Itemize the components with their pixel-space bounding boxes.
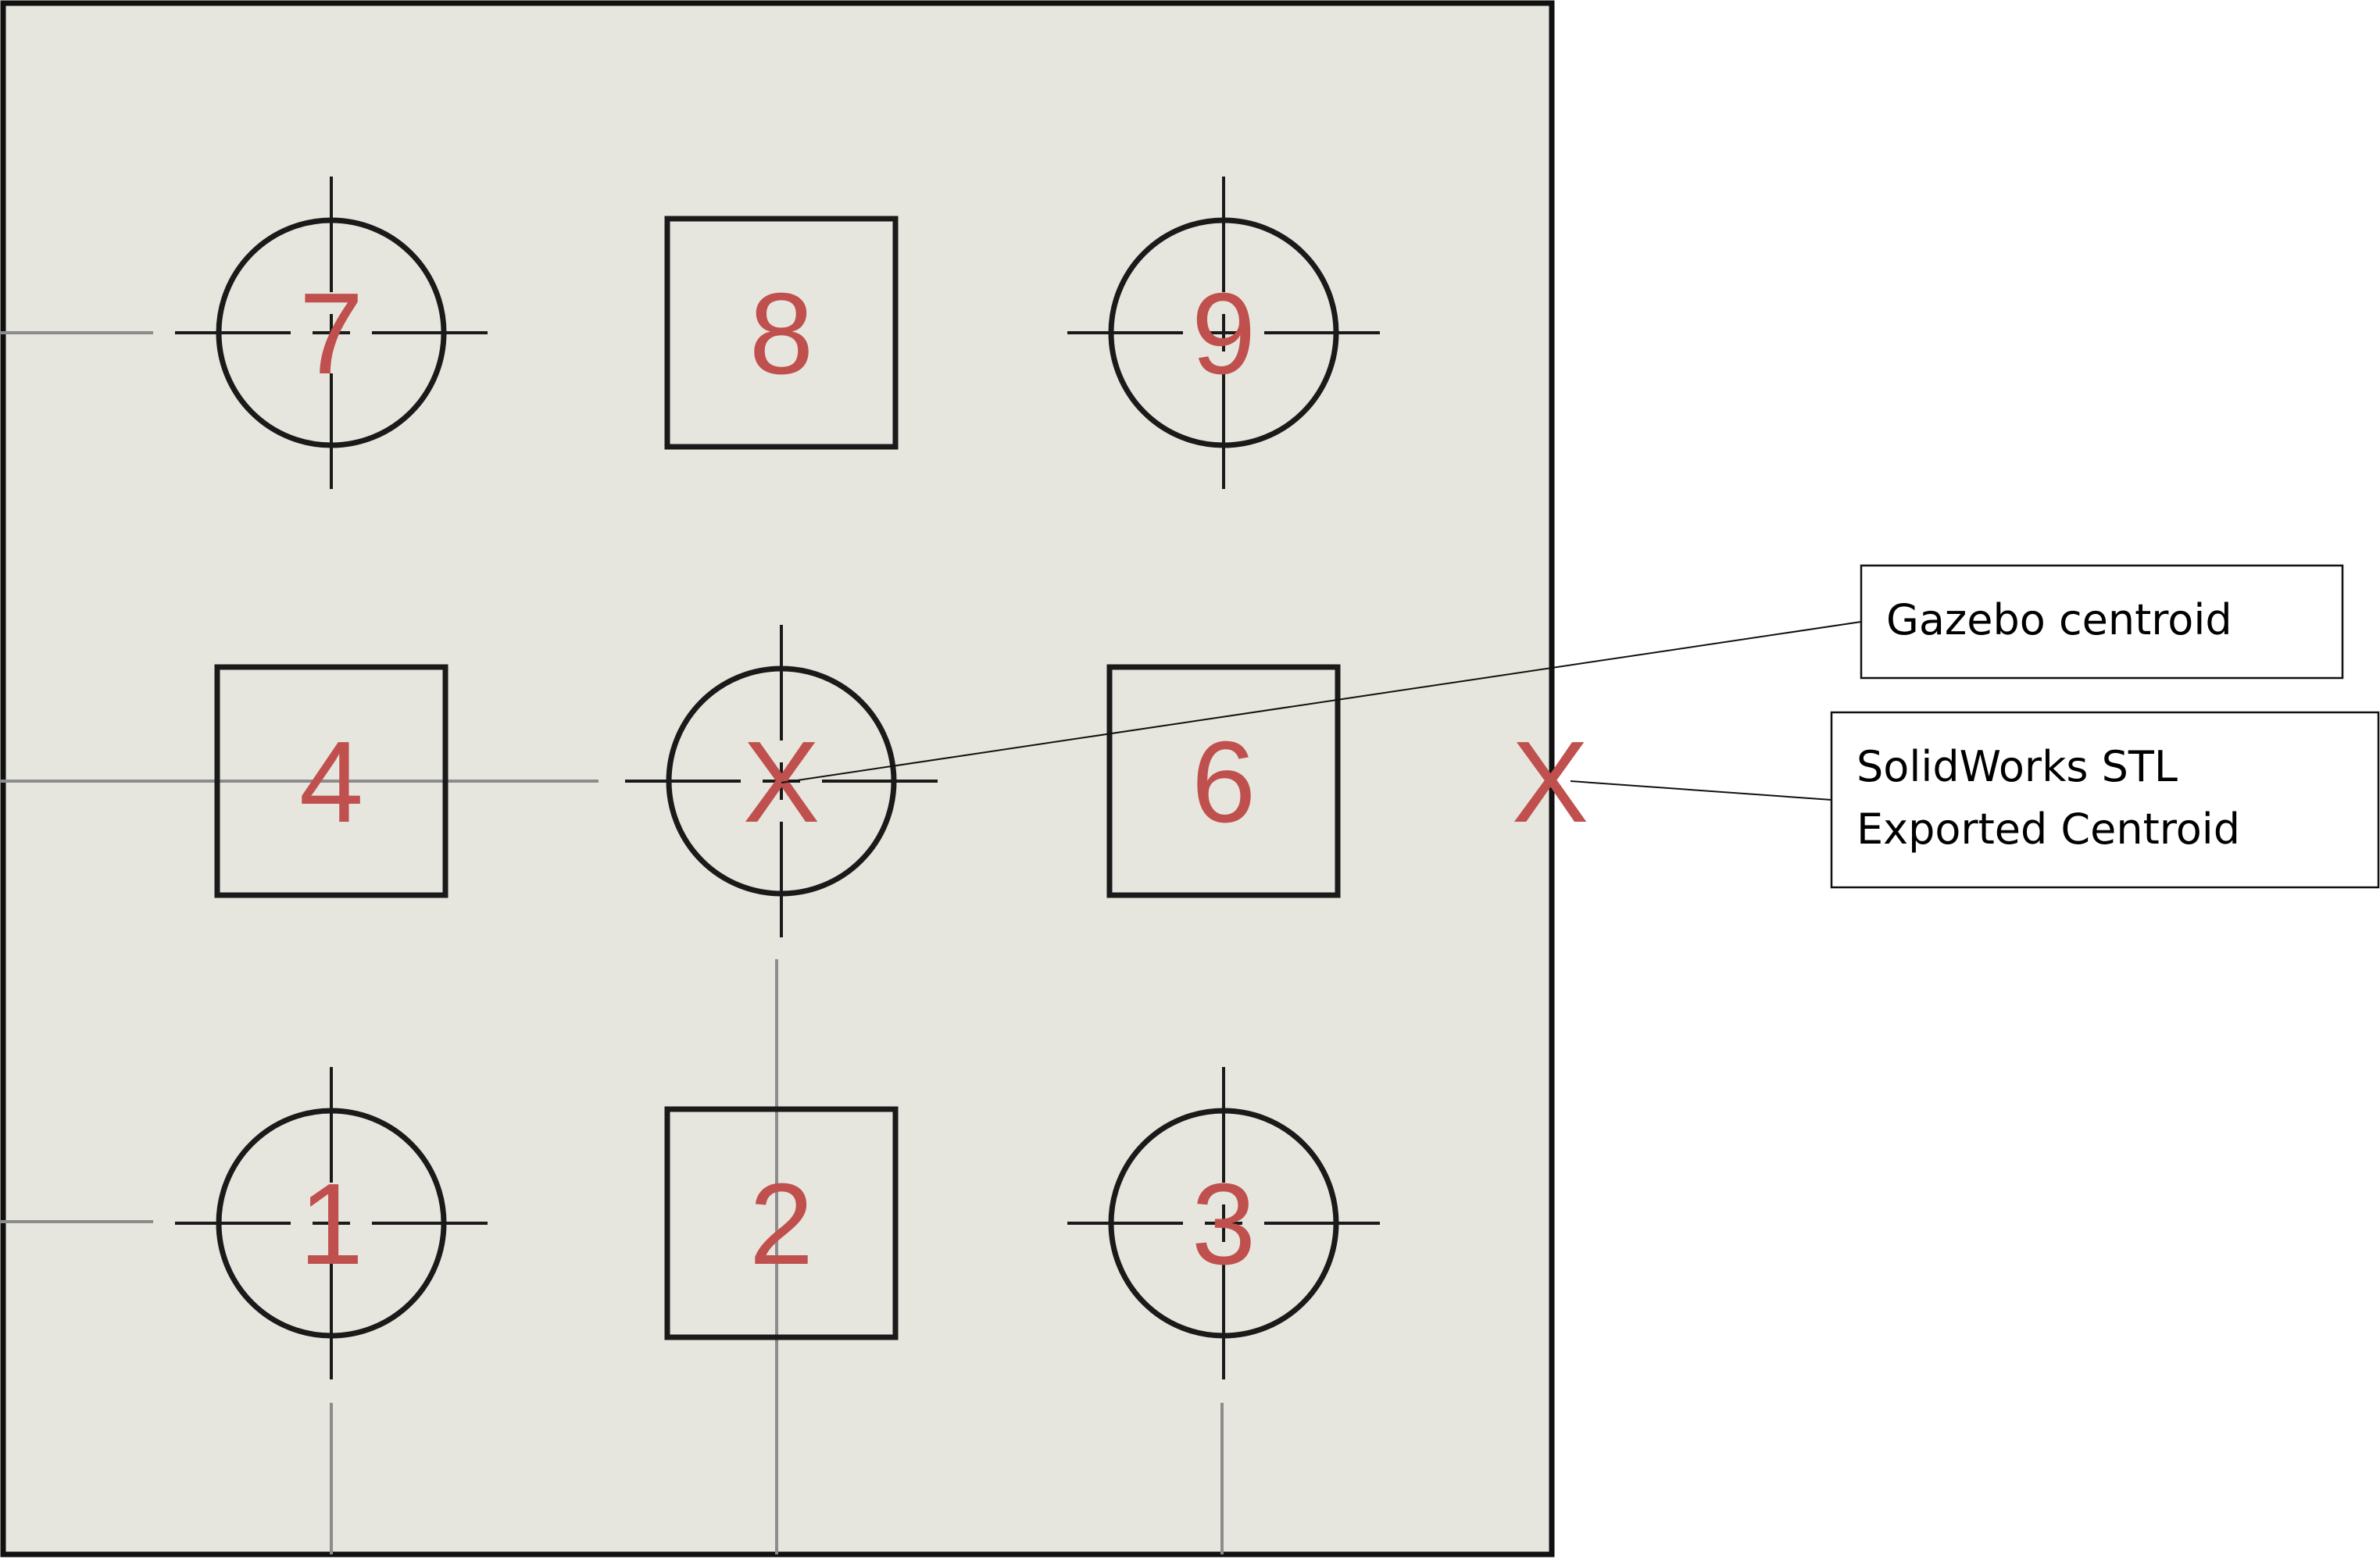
callout-gazebo-centroid: Gazebo centroid — [1860, 564, 2344, 680]
callout-box — [1830, 711, 2380, 889]
pocket-feature: 8 — [664, 216, 899, 450]
callout-box — [1860, 564, 2344, 680]
hole-feature: 3 — [1067, 1067, 1380, 1379]
pocket-feature: 4 — [214, 664, 448, 898]
gazebo-leader-line — [781, 621, 1862, 783]
feature-label: 7 — [299, 269, 363, 398]
hole-feature: 9 — [1067, 177, 1380, 489]
hole-feature: 1 — [175, 1067, 488, 1379]
callout-text-line: SolidWorks STL — [1856, 742, 2178, 791]
feature-label: 4 — [299, 718, 363, 847]
feature-label: 8 — [749, 269, 813, 398]
hole-feature: X — [625, 625, 938, 937]
feature-label: 2 — [749, 1160, 813, 1289]
feature-label: 6 — [1192, 718, 1256, 847]
solidworks-leader-line — [1570, 780, 1832, 801]
outside-centroid-marker: X — [1512, 718, 1589, 847]
callout-text-line: Gazebo centroid — [1886, 595, 2232, 644]
feature-label: 3 — [1192, 1160, 1256, 1289]
callout-solidworks-centroid: SolidWorks STL Exported Centroid — [1830, 711, 2380, 889]
callout-text-line: Exported Centroid — [1856, 805, 2240, 854]
feature-label: 9 — [1192, 269, 1256, 398]
pocket-square — [664, 1106, 899, 1340]
centerlines — [0, 331, 1224, 1554]
features: 7 8 9 4 X 6 1 2 3 — [175, 177, 1380, 1379]
pocket-square — [664, 216, 899, 450]
pocket-square — [214, 664, 448, 898]
pocket-square — [1106, 664, 1341, 898]
hole-feature: 7 — [175, 177, 488, 489]
pocket-feature: 6 — [1106, 664, 1341, 898]
feature-label: 1 — [299, 1160, 363, 1289]
pocket-feature: 2 — [664, 1106, 899, 1340]
